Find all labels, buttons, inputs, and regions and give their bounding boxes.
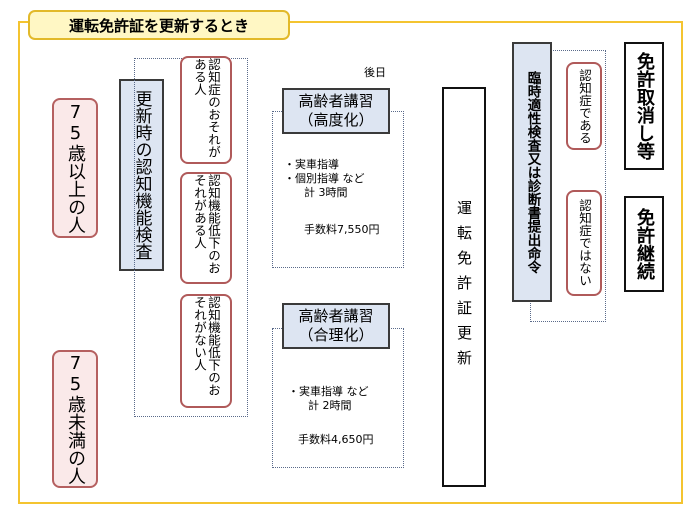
- age-75-over-label: 75歳以上の人: [65, 102, 86, 234]
- age-75-under-label: 75歳未満の人: [65, 353, 86, 485]
- age-75-over-box: 75歳以上の人: [52, 98, 98, 238]
- cognitive-test-box: 更新時の認知機能検査: [119, 79, 164, 271]
- lecture-rational-item1: ・実車指導 など: [288, 385, 369, 398]
- lecture-rational-fee: 手数料4,650円: [298, 433, 374, 446]
- result-dementia-concern-box: 認知症のおそれがある人: [180, 56, 232, 164]
- continue-label: 免許継続: [634, 208, 655, 280]
- lecture-advanced-fee: 手数料7,550円: [304, 223, 380, 236]
- revoke-label: 免許取消し等: [634, 52, 655, 160]
- lecture-rational-title-box: 高齢者講習 （合理化）: [282, 303, 390, 349]
- not-dementia-box: 認知症ではない: [566, 190, 602, 296]
- age-75-under-box: 75歳未満の人: [52, 350, 98, 488]
- dementia-label: 認知症である: [577, 68, 592, 144]
- result-decline-concern-box: 認知機能低下のおそれがある人: [180, 172, 232, 284]
- lecture-rational-details: ・実車指導 など 計 2時間: [288, 385, 404, 413]
- lecture-rational-sub: （合理化）: [298, 326, 374, 344]
- cognitive-test-label: 更新時の認知機能検査: [131, 90, 152, 260]
- result-no-decline-concern-box: 認知機能低下のおそれがない人: [180, 294, 232, 408]
- dementia-box: 認知症である: [566, 62, 602, 150]
- result-decline-concern-label: 認知機能低下のおそれがある人: [192, 174, 221, 274]
- lecture-advanced-details: ・実車指導 ・個別指導 など 計 3時間: [284, 158, 404, 200]
- lecture-advanced-total: 計 3時間: [304, 186, 348, 199]
- lecture-advanced-item2: ・個別指導 など: [284, 172, 365, 185]
- revoke-box: 免許取消し等: [624, 42, 664, 170]
- continue-box: 免許継続: [624, 196, 664, 292]
- renewal-label: 運転免許証更新: [455, 199, 473, 375]
- lecture-rational-title: 高齢者講習: [298, 307, 374, 325]
- renewal-box: 運転免許証更新: [442, 87, 486, 487]
- later-label: 後日: [364, 66, 386, 79]
- lecture-advanced-item1: ・実車指導: [284, 158, 339, 171]
- lecture-advanced-sub: （高度化）: [298, 111, 374, 129]
- temp-exam-label: 臨時適性検査又は診断書提出命令: [524, 70, 541, 274]
- lecture-advanced-title-box: 高齢者講習 （高度化）: [282, 88, 390, 134]
- lecture-advanced-title: 高齢者講習: [298, 92, 374, 110]
- diagram-title: 運転免許証を更新するとき: [28, 10, 290, 40]
- lecture-rational-total: 計 2時間: [308, 399, 352, 412]
- result-dementia-concern-label: 認知症のおそれがある人: [192, 58, 221, 158]
- temp-exam-box: 臨時適性検査又は診断書提出命令: [512, 42, 552, 302]
- result-no-decline-concern-label: 認知機能低下のおそれがない人: [192, 296, 221, 396]
- not-dementia-label: 認知症ではない: [577, 199, 592, 287]
